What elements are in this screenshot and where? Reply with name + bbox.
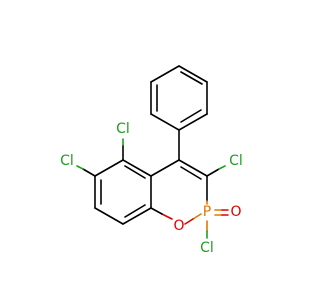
phenyl-ring: [150, 65, 208, 131]
benzo-ring: [94, 159, 152, 225]
ring-bond: [178, 159, 208, 177]
benzo-bond: [122, 207, 152, 225]
ring-bond: [150, 159, 180, 177]
phenyl-inner-bond: [180, 71, 203, 85]
c6-cl-bond: [82, 168, 96, 177]
chemical-structure-diagram: Cl Cl Cl P O O Cl: [60, 65, 243, 256]
c3-cl-bond: [218, 165, 226, 170]
chlorine-atom-label: Cl: [229, 153, 243, 169]
phenyl-bond: [178, 65, 208, 83]
phenyl-bond: [150, 65, 180, 83]
ring-bond-p-o: [192, 213, 202, 220]
chlorine-atom-label: Cl: [116, 121, 130, 137]
heterocycle-ring: [150, 159, 208, 225]
oxygen-atom-label: O: [230, 204, 241, 220]
benzo-inner-bond: [124, 204, 146, 218]
ring-bond-o-c: [150, 207, 163, 215]
oxygen-atom-label: O: [173, 218, 184, 234]
phenyl-inner-bond: [180, 109, 202, 123]
phosphorus-atom-label: P: [203, 204, 211, 220]
benzo-bond: [122, 159, 152, 177]
c6-cl-bond: [76, 165, 84, 170]
benzo-bond: [94, 159, 124, 177]
benzo-inner-bond: [124, 165, 146, 179]
ring-inner-bond: [180, 166, 202, 180]
phenyl-bond: [178, 113, 208, 131]
benzo-bond: [94, 207, 124, 225]
phenyl-bond: [150, 113, 180, 131]
ring-bond-o-c: [161, 213, 173, 220]
ring-bond-p-o: [184, 218, 194, 225]
c3-cl-bond: [206, 168, 220, 177]
chlorine-atom-label: Cl: [200, 240, 214, 256]
chlorine-atom-label: Cl: [60, 153, 74, 169]
